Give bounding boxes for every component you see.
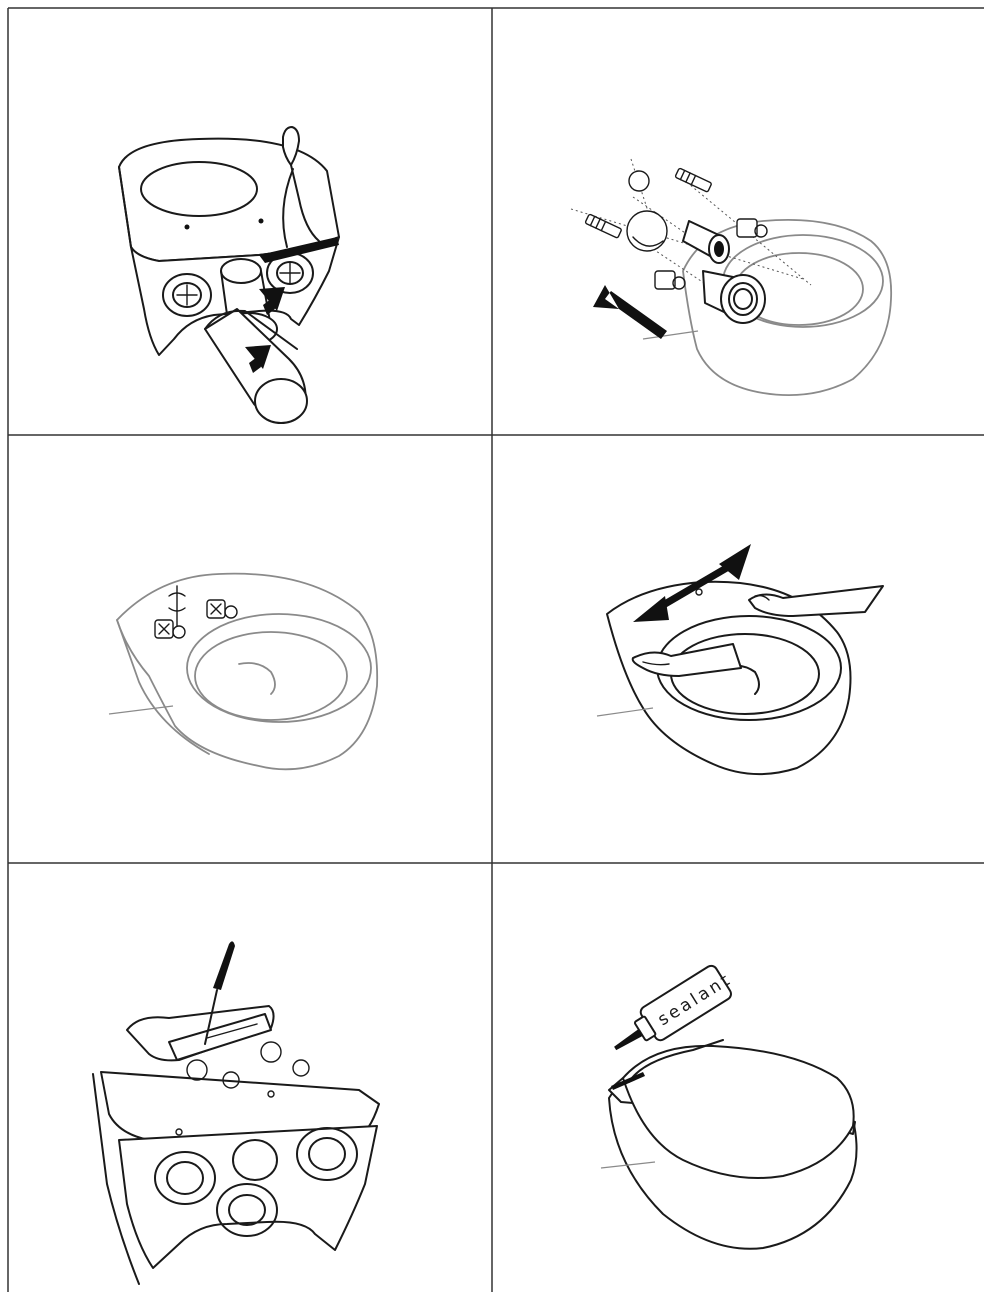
sealant-application-diagram: sealant [493, 864, 984, 1292]
panel-step-5 [9, 864, 491, 1292]
pipe-insert-diagram [9, 9, 491, 434]
nut-left [155, 620, 185, 638]
fixing-nuts-tightening-diagram [9, 436, 491, 862]
panel-step-1 [9, 9, 491, 434]
nut-right [207, 600, 237, 618]
panel-step-6: sealant [493, 864, 984, 1292]
seat-hinge-screwdriver-diagram [9, 864, 491, 1292]
bolts-and-connector-assembly-diagram [493, 9, 984, 434]
panel-step-4 [493, 436, 984, 862]
panel-step-3 [9, 436, 491, 862]
panel-step-2 [493, 9, 984, 434]
push-toilet-to-wall-diagram [493, 436, 984, 862]
